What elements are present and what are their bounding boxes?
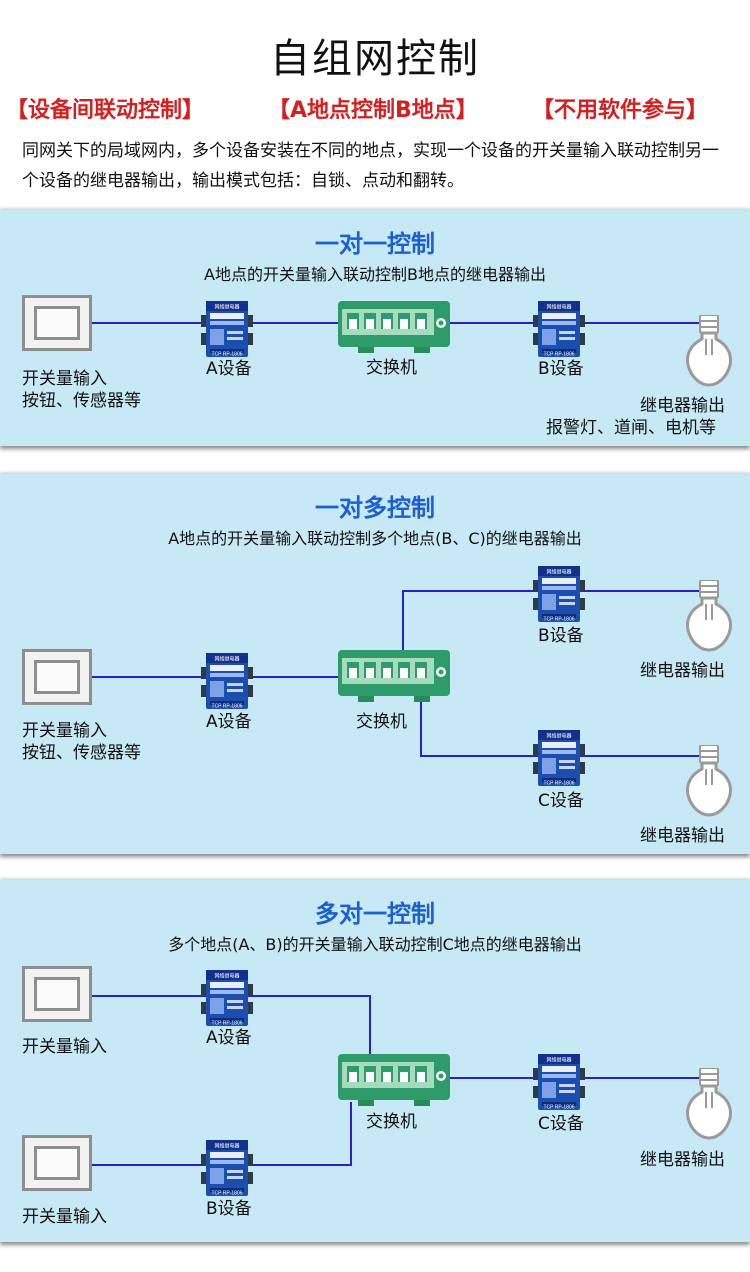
device-b-label: B设备 [206, 1199, 252, 1219]
input-switch-icon [22, 966, 92, 1022]
device-a-label: A设备 [206, 359, 252, 379]
panel-one-to-many: 一对多控制 A地点的开关量输入联动控制多个地点(B、C)的继电器输出 开关量输入… [0, 474, 750, 854]
relay-device-icon: 网络继电器 TCP RP-1806 [533, 728, 585, 787]
device-top-text: 网络继电器 [546, 304, 571, 311]
connection-line [350, 1102, 352, 1166]
input-label: 开关量输入 [22, 721, 107, 741]
device-top-text: 网络继电器 [214, 973, 239, 980]
connection-line [402, 590, 404, 664]
device-top-text: 网络继电器 [546, 1057, 571, 1064]
switch-label: 交换机 [366, 358, 417, 378]
device-bottom-text: TCP RP-1806 [211, 352, 242, 358]
device-bottom-text: TCP RP-1806 [211, 1021, 242, 1027]
tag-remote-control: 【A地点控制B地点】 [268, 98, 478, 123]
input-switch-icon [22, 1135, 92, 1191]
output-label: 继电器输出 [640, 396, 725, 416]
panel-subtitle: A地点的开关量输入联动控制多个地点(B、C)的继电器输出 [168, 529, 582, 548]
device-bottom-text: TCP RP-1806 [211, 1191, 242, 1197]
network-switch-icon [338, 301, 450, 355]
relay-device-icon: 网络继电器 TCP RP-1806 [533, 299, 585, 358]
device-top-text: 网络继电器 [546, 569, 571, 576]
intro-text: 同网关下的局域网内，多个设备安装在不同的地点，实现一个设备的开关量输入联动控制另… [22, 141, 719, 191]
device-c-label: C设备 [538, 791, 584, 811]
relay-device-icon: 网络继电器 TCP RP-1806 [533, 564, 585, 623]
relay-device-icon: 网络继电器 TCP RP-1806 [533, 1052, 585, 1111]
light-bulb-icon [684, 315, 734, 387]
panel-many-to-one: 多对一控制 多个地点(A、B)的开关量输入联动控制C地点的继电器输出 开关量输入… [0, 880, 750, 1242]
device-a-label: A设备 [206, 712, 252, 732]
input-a-label: 开关量输入 [22, 1037, 107, 1057]
connection-line [369, 995, 371, 1075]
device-bottom-text: TCP RP-1806 [543, 352, 574, 358]
device-bottom-text: TCP RP-1806 [543, 617, 574, 623]
light-bulb-icon [684, 1068, 734, 1140]
relay-device-icon: 网络继电器 TCP RP-1806 [201, 651, 253, 710]
switch-label: 交换机 [356, 712, 407, 732]
panel-one-to-one: 一对一控制 A地点的开关量输入联动控制B地点的继电器输出 开关量输入 按钮、传感… [0, 210, 750, 446]
output-c-label: 继电器输出 [640, 826, 725, 846]
device-a-label: A设备 [206, 1028, 252, 1048]
panel-title: 一对一控制 [315, 230, 435, 258]
input-switch-icon [22, 649, 92, 705]
device-bottom-text: TCP RP-1806 [543, 1105, 574, 1111]
input-b-label: 开关量输入 [22, 1207, 107, 1227]
network-switch-icon [338, 650, 450, 704]
relay-device-icon: 网络继电器 TCP RP-1806 [201, 299, 253, 358]
tag-linkage: 【设备间联动控制】 [6, 98, 205, 123]
device-top-text: 网络继电器 [214, 656, 239, 663]
panel-subtitle: 多个地点(A、B)的开关量输入联动控制C地点的继电器输出 [168, 935, 582, 954]
input-switch-icon [22, 295, 92, 351]
device-top-text: 网络继电器 [214, 1143, 239, 1150]
page-title: 自组网控制 [270, 36, 480, 82]
panel-title: 多对一控制 [315, 900, 435, 928]
output-examples: 报警灯、道闸、电机等 [546, 418, 716, 438]
connection-line [420, 700, 422, 756]
device-c-label: C设备 [538, 1114, 584, 1134]
panel-subtitle: A地点的开关量输入联动控制B地点的继电器输出 [204, 265, 546, 284]
relay-device-icon: 网络继电器 TCP RP-1806 [201, 968, 253, 1027]
light-bulb-icon [684, 580, 734, 652]
device-b-label: B设备 [538, 626, 584, 646]
device-top-text: 网络继电器 [546, 733, 571, 740]
device-bottom-text: TCP RP-1806 [211, 704, 242, 710]
panel-title: 一对多控制 [315, 494, 435, 522]
device-b-label: B设备 [538, 359, 584, 379]
input-examples: 按钮、传感器等 [22, 391, 141, 411]
tag-no-software: 【不用软件参与】 [532, 98, 709, 123]
device-bottom-text: TCP RP-1806 [543, 781, 574, 787]
light-bulb-icon [684, 745, 734, 817]
device-top-text: 网络继电器 [214, 304, 239, 311]
input-examples: 按钮、传感器等 [22, 743, 141, 763]
switch-label: 交换机 [366, 1112, 417, 1132]
relay-device-icon: 网络继电器 TCP RP-1806 [201, 1138, 253, 1197]
network-switch-icon [338, 1054, 450, 1108]
output-b-label: 继电器输出 [640, 661, 725, 681]
output-label: 继电器输出 [640, 1150, 725, 1170]
input-label: 开关量输入 [22, 369, 107, 389]
feature-tags: 【设备间联动控制】 【A地点控制B地点】 【不用软件参与】 [0, 92, 750, 128]
